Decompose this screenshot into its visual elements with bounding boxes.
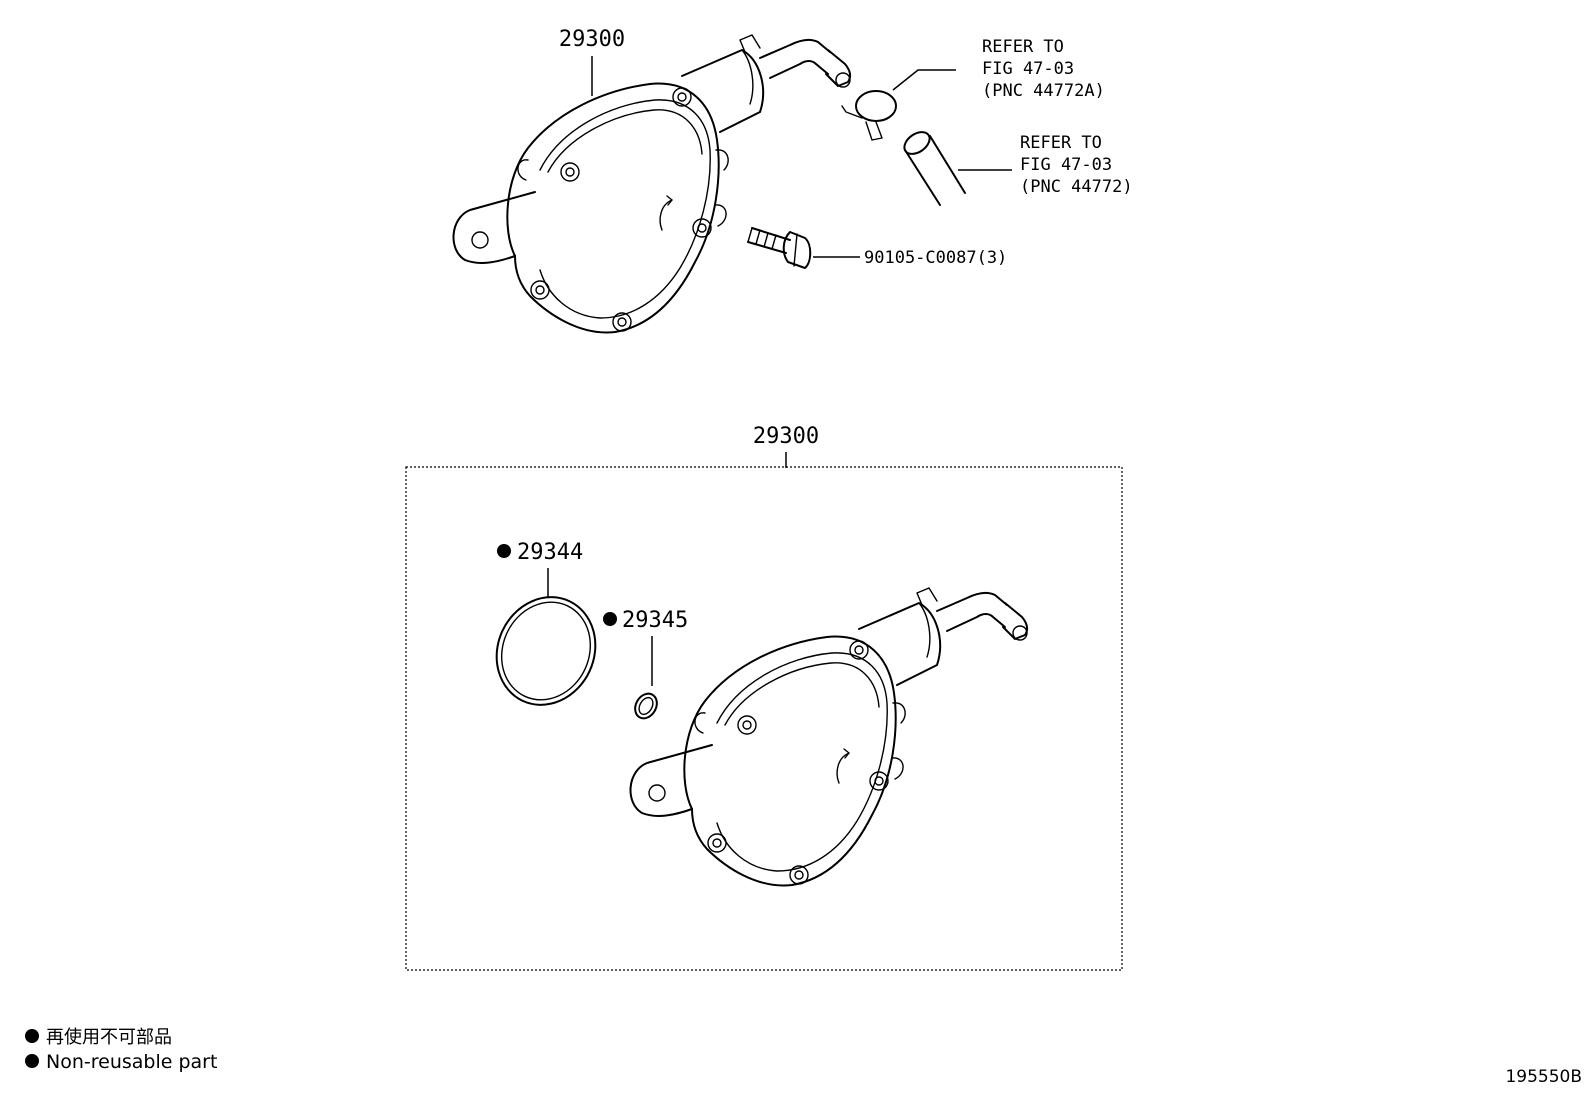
refer-hose-line3: (PNC 44772) <box>1020 177 1133 197</box>
legend-bullet-jp <box>25 1029 39 1043</box>
vacuum-pump-top <box>452 34 852 334</box>
o-ring-29345-label: 29345 <box>622 608 688 633</box>
figure-code: 195550B <box>1505 1067 1582 1087</box>
refer-hose-line2: FIG 47-03 <box>1020 155 1112 175</box>
o-ring-29344-label: 29344 <box>517 540 583 565</box>
part-number-29300-kit: 29300 <box>753 424 819 449</box>
mounting-bolt <box>747 227 812 269</box>
vacuum-hose <box>903 131 966 206</box>
refer-hose-line1: REFER TO <box>1020 133 1102 153</box>
hose-clamp <box>841 90 897 141</box>
o-ring-large <box>495 596 597 706</box>
kit-frame <box>405 466 1123 971</box>
refer-clamp-line2: FIG 47-03 <box>982 59 1074 79</box>
legend-bullet-en <box>25 1054 39 1068</box>
legend-jp-label: 再使用不可部品 <box>46 1027 172 1048</box>
o-ring-small <box>634 692 658 720</box>
part-number-29300-top: 29300 <box>559 27 625 52</box>
refer-clamp-line3: (PNC 44772A) <box>982 81 1105 101</box>
non-reusable-bullet-29345 <box>603 612 617 626</box>
non-reusable-bullet-29344 <box>497 544 511 558</box>
bolt-part-number: 90105-C0087(3) <box>864 248 1007 268</box>
refer-clamp-line1: REFER TO <box>982 37 1064 57</box>
body-bolt-heads <box>530 87 712 332</box>
vacuum-pump-kit <box>629 587 1029 887</box>
legend-en-label: Non-reusable part <box>46 1051 217 1073</box>
